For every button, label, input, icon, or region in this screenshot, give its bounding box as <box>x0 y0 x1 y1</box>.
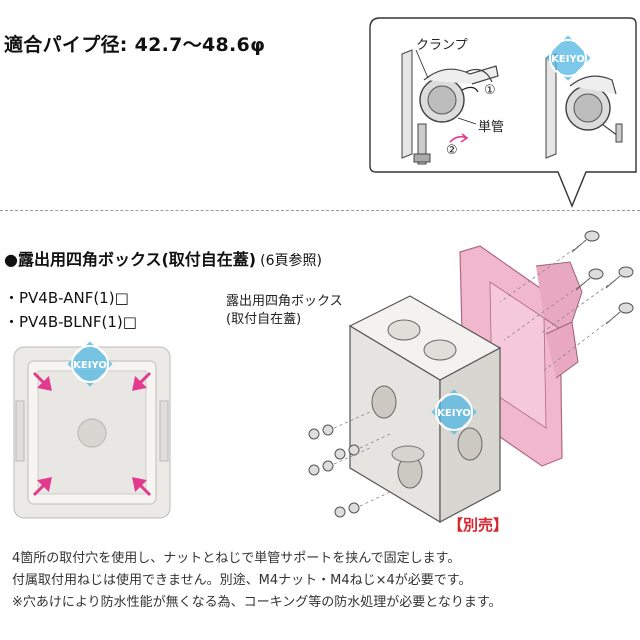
keiyo-watermark-icon: KEIYO <box>426 384 482 440</box>
pipe-diameter-heading: 適合パイプ径: 42.7〜48.6φ <box>4 34 266 56</box>
note-line: ※穴あけにより防水性能が無くなる為、コーキング等の防水処理が必要となります。 <box>12 595 502 610</box>
screws <box>571 230 634 325</box>
junction-box <box>348 295 502 524</box>
installation-notes: 4箇所の取付穴を使用し、ナットとねじで単管サポートを挟んで固定します。 付属取付… <box>12 548 632 614</box>
separate-sale-label: 【別売】 <box>448 516 509 534</box>
clamp-illustration-right <box>545 53 623 159</box>
svg-text:KEIYO: KEIYO <box>73 360 107 371</box>
model-item: ・PV4B-BLNF(1)□ <box>4 313 137 331</box>
section-title: ●露出用四角ボックス(取付自在蓋)(6頁参照) <box>4 246 322 270</box>
step-2-marker: ② <box>446 143 458 158</box>
box-caption: 露出用四角ボックス (取付自在蓋) <box>226 293 343 329</box>
svg-text:KEIYO: KEIYO <box>437 408 471 419</box>
box-top-view-photo <box>12 345 172 520</box>
section-title-text: ●露出用四角ボックス(取付自在蓋) <box>4 250 257 269</box>
section-reference: (6頁参照) <box>260 253 322 269</box>
note-line: 4箇所の取付穴を使用し、ナットとねじで単管サポートを挟んで固定します。 <box>12 551 461 566</box>
clamp-label: クランプ <box>416 38 468 53</box>
nuts <box>308 424 360 518</box>
clamp-callout: ① ② <box>366 14 638 208</box>
box-caption-line: 露出用四角ボックス <box>226 294 343 309</box>
assembly-diagram <box>300 222 640 532</box>
clamp-illustration-left <box>401 49 499 165</box>
keiyo-watermark-icon: KEIYO <box>62 336 118 392</box>
box-caption-line: (取付自在蓋) <box>226 312 302 327</box>
model-item: ・PV4B-ANF(1)□ <box>4 289 129 307</box>
keiyo-watermark-icon: KEIYO <box>540 30 596 86</box>
model-list: ・PV4B-ANF(1)□ ・PV4B-BLNF(1)□ <box>4 286 137 334</box>
step-1-marker: ① <box>484 83 496 98</box>
pipe-label: 単管 <box>478 120 505 135</box>
svg-text:KEIYO: KEIYO <box>551 54 585 65</box>
mounting-hole-arrows <box>32 371 152 497</box>
section-divider <box>0 210 640 211</box>
note-line: 付属取付用ねじは使用できません。別途、M4ナット・M4ねじ×4が必要です。 <box>12 573 472 588</box>
